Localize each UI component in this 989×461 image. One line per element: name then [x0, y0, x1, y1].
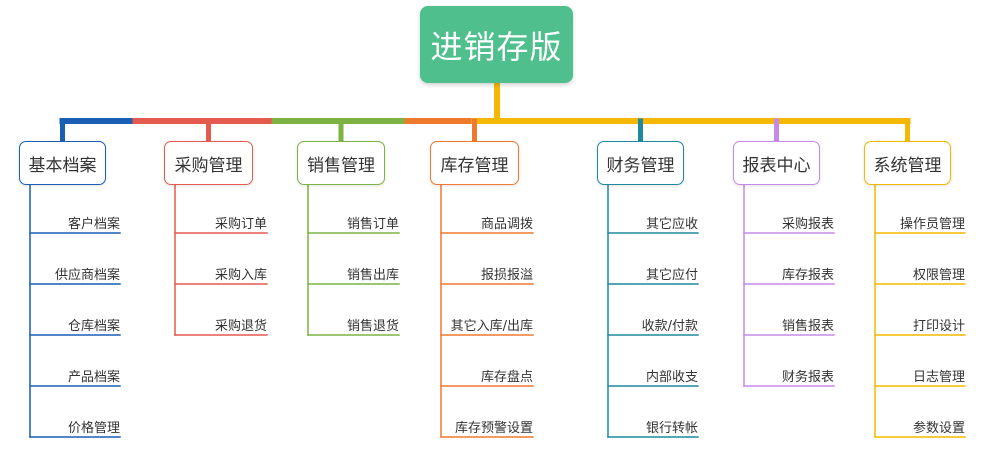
list-item: 其它入库/出库 [450, 319, 533, 334]
list-item: 客户档案 [67, 217, 120, 232]
list-item: 销售退货 [346, 319, 399, 334]
list-item: 其它应收 [645, 217, 698, 232]
category-label: 系统管理 [873, 155, 942, 176]
list-item: 报损报溢 [480, 268, 533, 283]
list-item: 日志管理 [912, 370, 965, 385]
list-item: 采购报表 [781, 217, 834, 232]
list-item: 仓库档案 [67, 319, 120, 334]
list-item: 财务报表 [781, 370, 834, 385]
list-item: 采购退货 [214, 319, 267, 334]
list-item: 销售订单 [346, 217, 399, 232]
category-node: 销售管理 [297, 141, 385, 185]
category-node: 采购管理 [164, 141, 253, 185]
list-item: 操作员管理 [899, 217, 965, 232]
list-item: 销售报表 [781, 319, 834, 334]
list-item: 商品调拨 [480, 217, 533, 232]
category-node: 财务管理 [597, 141, 684, 185]
category-node: 系统管理 [864, 141, 951, 185]
list-item: 供应商档案 [54, 268, 120, 283]
list-item: 打印设计 [912, 319, 965, 334]
category-node: 报表中心 [733, 141, 820, 185]
category-label: 报表中心 [742, 155, 811, 176]
category-label: 基本档案 [28, 155, 97, 176]
category-label: 采购管理 [174, 155, 243, 176]
list-item: 产品档案 [67, 370, 120, 385]
category-label: 销售管理 [307, 155, 375, 176]
list-item: 权限管理 [912, 268, 965, 283]
list-item: 采购订单 [214, 217, 267, 232]
category-node: 库存管理 [430, 141, 519, 185]
list-item: 采购入库 [214, 268, 267, 283]
list-item: 价格管理 [67, 421, 120, 436]
list-item: 内部收支 [645, 370, 698, 385]
category-label: 库存管理 [440, 155, 509, 176]
category-node: 基本档案 [19, 141, 106, 185]
list-item: 银行转帐 [645, 421, 698, 436]
list-item: 销售出库 [346, 268, 399, 283]
category-label: 财务管理 [606, 155, 675, 176]
list-item: 参数设置 [912, 421, 965, 436]
root-node: 进销存版 [420, 6, 573, 83]
list-item: 库存盘点 [480, 370, 533, 385]
list-item: 其它应付 [645, 268, 698, 283]
root-label: 进销存版 [430, 27, 563, 66]
list-item: 库存预警设置 [454, 421, 533, 436]
list-item: 收款/付款 [641, 319, 698, 334]
list-item: 库存报表 [781, 268, 834, 283]
